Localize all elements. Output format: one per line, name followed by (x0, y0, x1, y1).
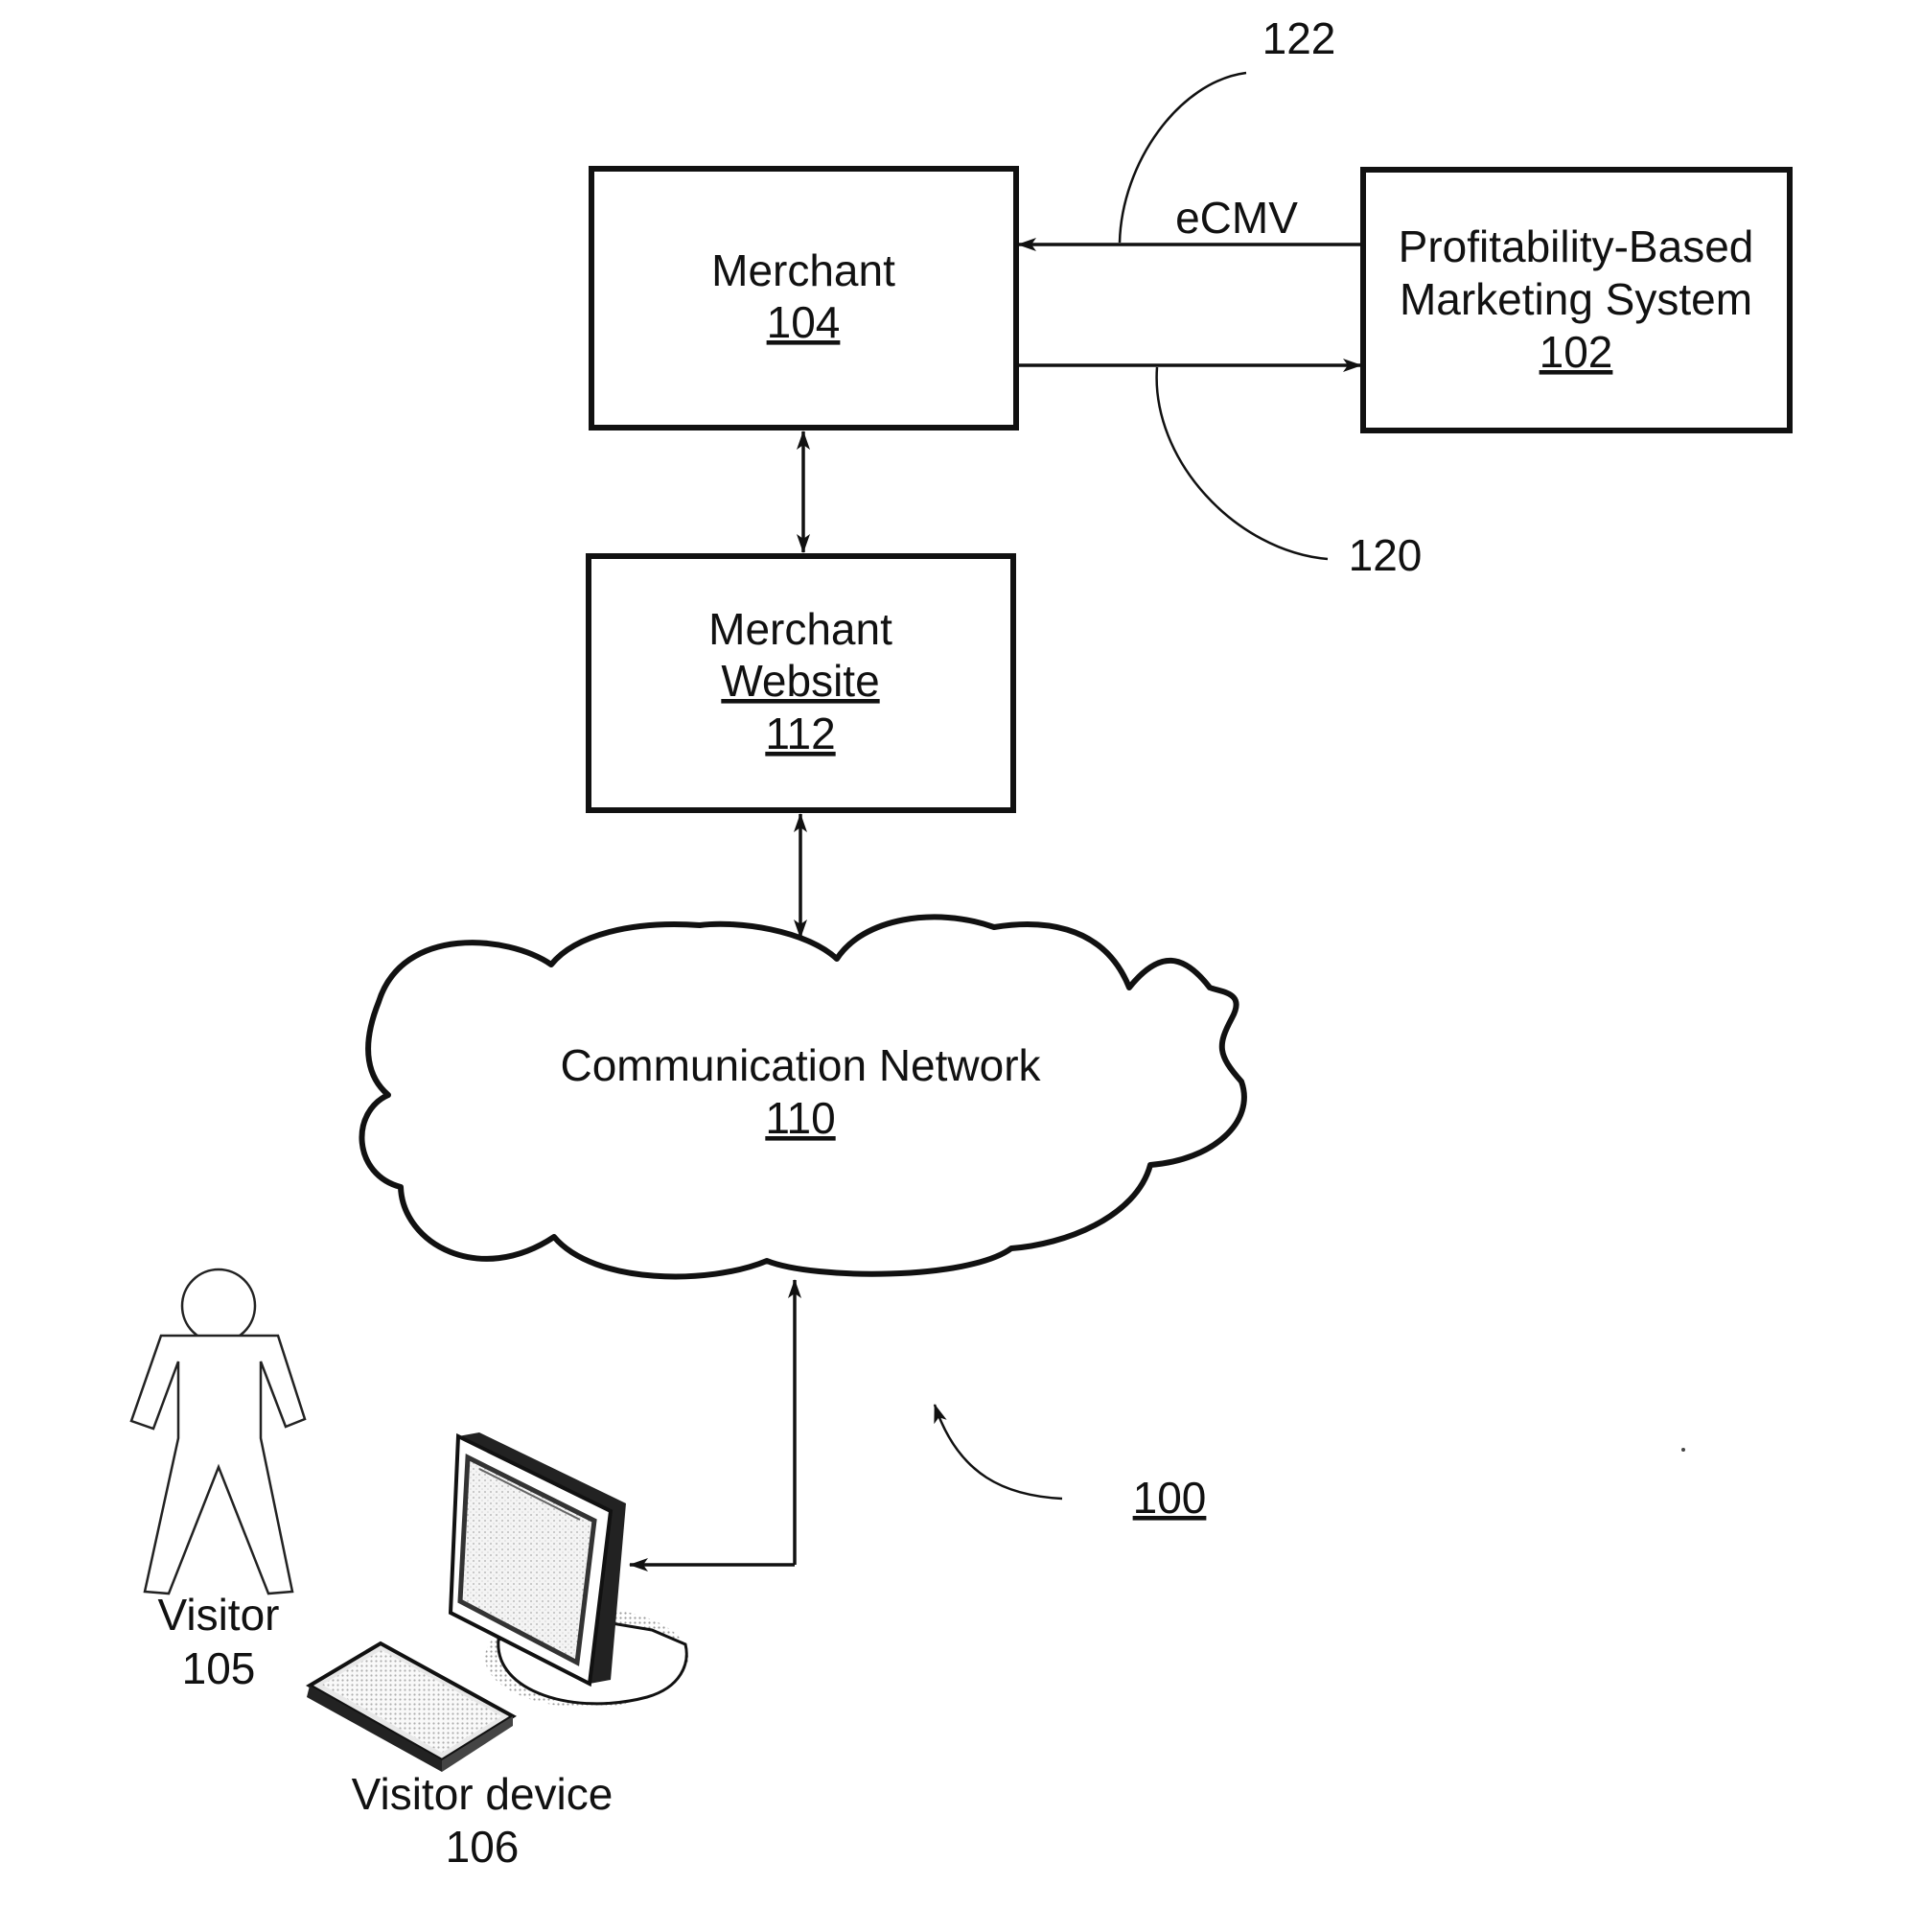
merchant-website-box: Merchant Website 112 (589, 556, 1013, 810)
marketing-system-label-line2: Marketing System (1400, 274, 1752, 324)
figure-ref-100: 100 (1133, 1473, 1207, 1523)
ref-122-label: 122 (1262, 13, 1336, 63)
merchant-ref: 104 (767, 297, 841, 347)
stray-dot (1681, 1448, 1685, 1452)
keyboard-icon (307, 1643, 513, 1772)
ecmv-label: eCMV (1175, 193, 1298, 243)
visitor-device-ref: 106 (446, 1822, 520, 1872)
merchant-website-label-line2: Website (721, 656, 879, 706)
merchant-website-label-line1: Merchant (708, 604, 892, 654)
visitor-device-label: Visitor device (352, 1769, 614, 1819)
visitor-label: Visitor (158, 1590, 280, 1640)
network-cloud: Communication Network 110 (361, 917, 1243, 1276)
visitor-ref: 105 (182, 1643, 256, 1693)
visitor-figure-icon (131, 1269, 305, 1594)
marketing-system-ref: 102 (1540, 327, 1613, 377)
ref-120-label: 120 (1349, 530, 1423, 580)
marketing-system-box: Profitability-Based Marketing System 102 (1363, 170, 1790, 431)
ref-100-leader (935, 1405, 1062, 1499)
merchant-website-ref: 112 (765, 709, 835, 758)
network-label: Communication Network (560, 1040, 1041, 1090)
merchant-box: Merchant 104 (591, 169, 1016, 428)
network-ref: 110 (765, 1093, 835, 1143)
marketing-system-label-line1: Profitability-Based (1399, 221, 1754, 271)
computer-monitor-icon (451, 1432, 688, 1708)
merchant-label: Merchant (711, 245, 895, 295)
ref-120-leader (1157, 367, 1328, 559)
